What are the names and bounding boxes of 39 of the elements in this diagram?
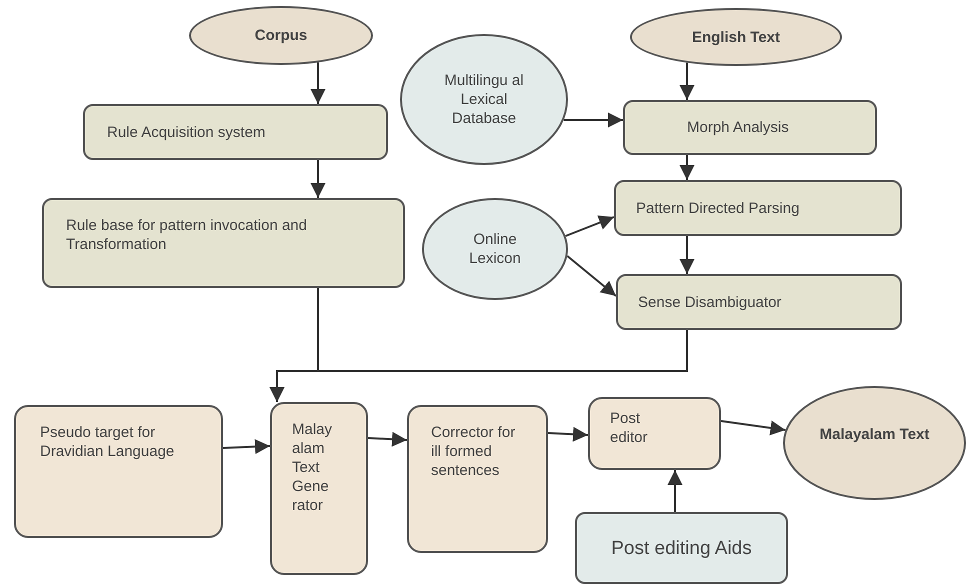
process-box	[616, 274, 902, 330]
arrow	[270, 330, 688, 402]
node-label: Multilingu al Lexical Database	[443, 71, 525, 128]
arrow	[368, 432, 408, 447]
node-label: Corpus	[254, 26, 308, 45]
arrow	[310, 62, 326, 104]
process-box	[42, 198, 405, 288]
arrow	[668, 470, 682, 512]
arrow	[566, 255, 617, 297]
process-box	[270, 402, 368, 575]
process-box	[588, 397, 721, 470]
process-box	[14, 405, 223, 538]
arrow	[680, 62, 694, 100]
node-label: Malay alam Text Gene rator	[292, 420, 334, 515]
node-label: English Text	[692, 28, 780, 46]
node-label: Malayalam Text	[820, 424, 930, 444]
node-label: Rule base for pattern invocation and Transformation	[66, 216, 308, 254]
arrow	[564, 112, 623, 128]
node-label: Morph Analysis	[687, 118, 789, 137]
arrow	[680, 155, 694, 180]
arrow	[548, 426, 588, 442]
process-box	[623, 100, 877, 155]
arrow	[680, 236, 694, 274]
node-label: Pseudo target for Dravidian Language	[40, 423, 176, 461]
node-label: Corrector for ill formed sentences	[431, 423, 516, 480]
process-box	[83, 104, 388, 160]
node-label: Post editor	[610, 409, 649, 447]
node-label: Sense Disambiguator	[638, 292, 782, 312]
node-label: Rule Acquisition system	[107, 122, 266, 142]
arrow	[222, 439, 270, 454]
arrow	[720, 420, 786, 436]
process-box	[614, 180, 902, 236]
process-box	[407, 405, 548, 553]
node-label: Post editing Aids	[611, 538, 752, 558]
arrow	[565, 216, 614, 237]
arrow	[310, 160, 326, 198]
node-label: Pattern Directed Parsing	[636, 198, 800, 218]
process-box	[575, 512, 788, 584]
node-label: Online Lexicon	[468, 230, 522, 268]
